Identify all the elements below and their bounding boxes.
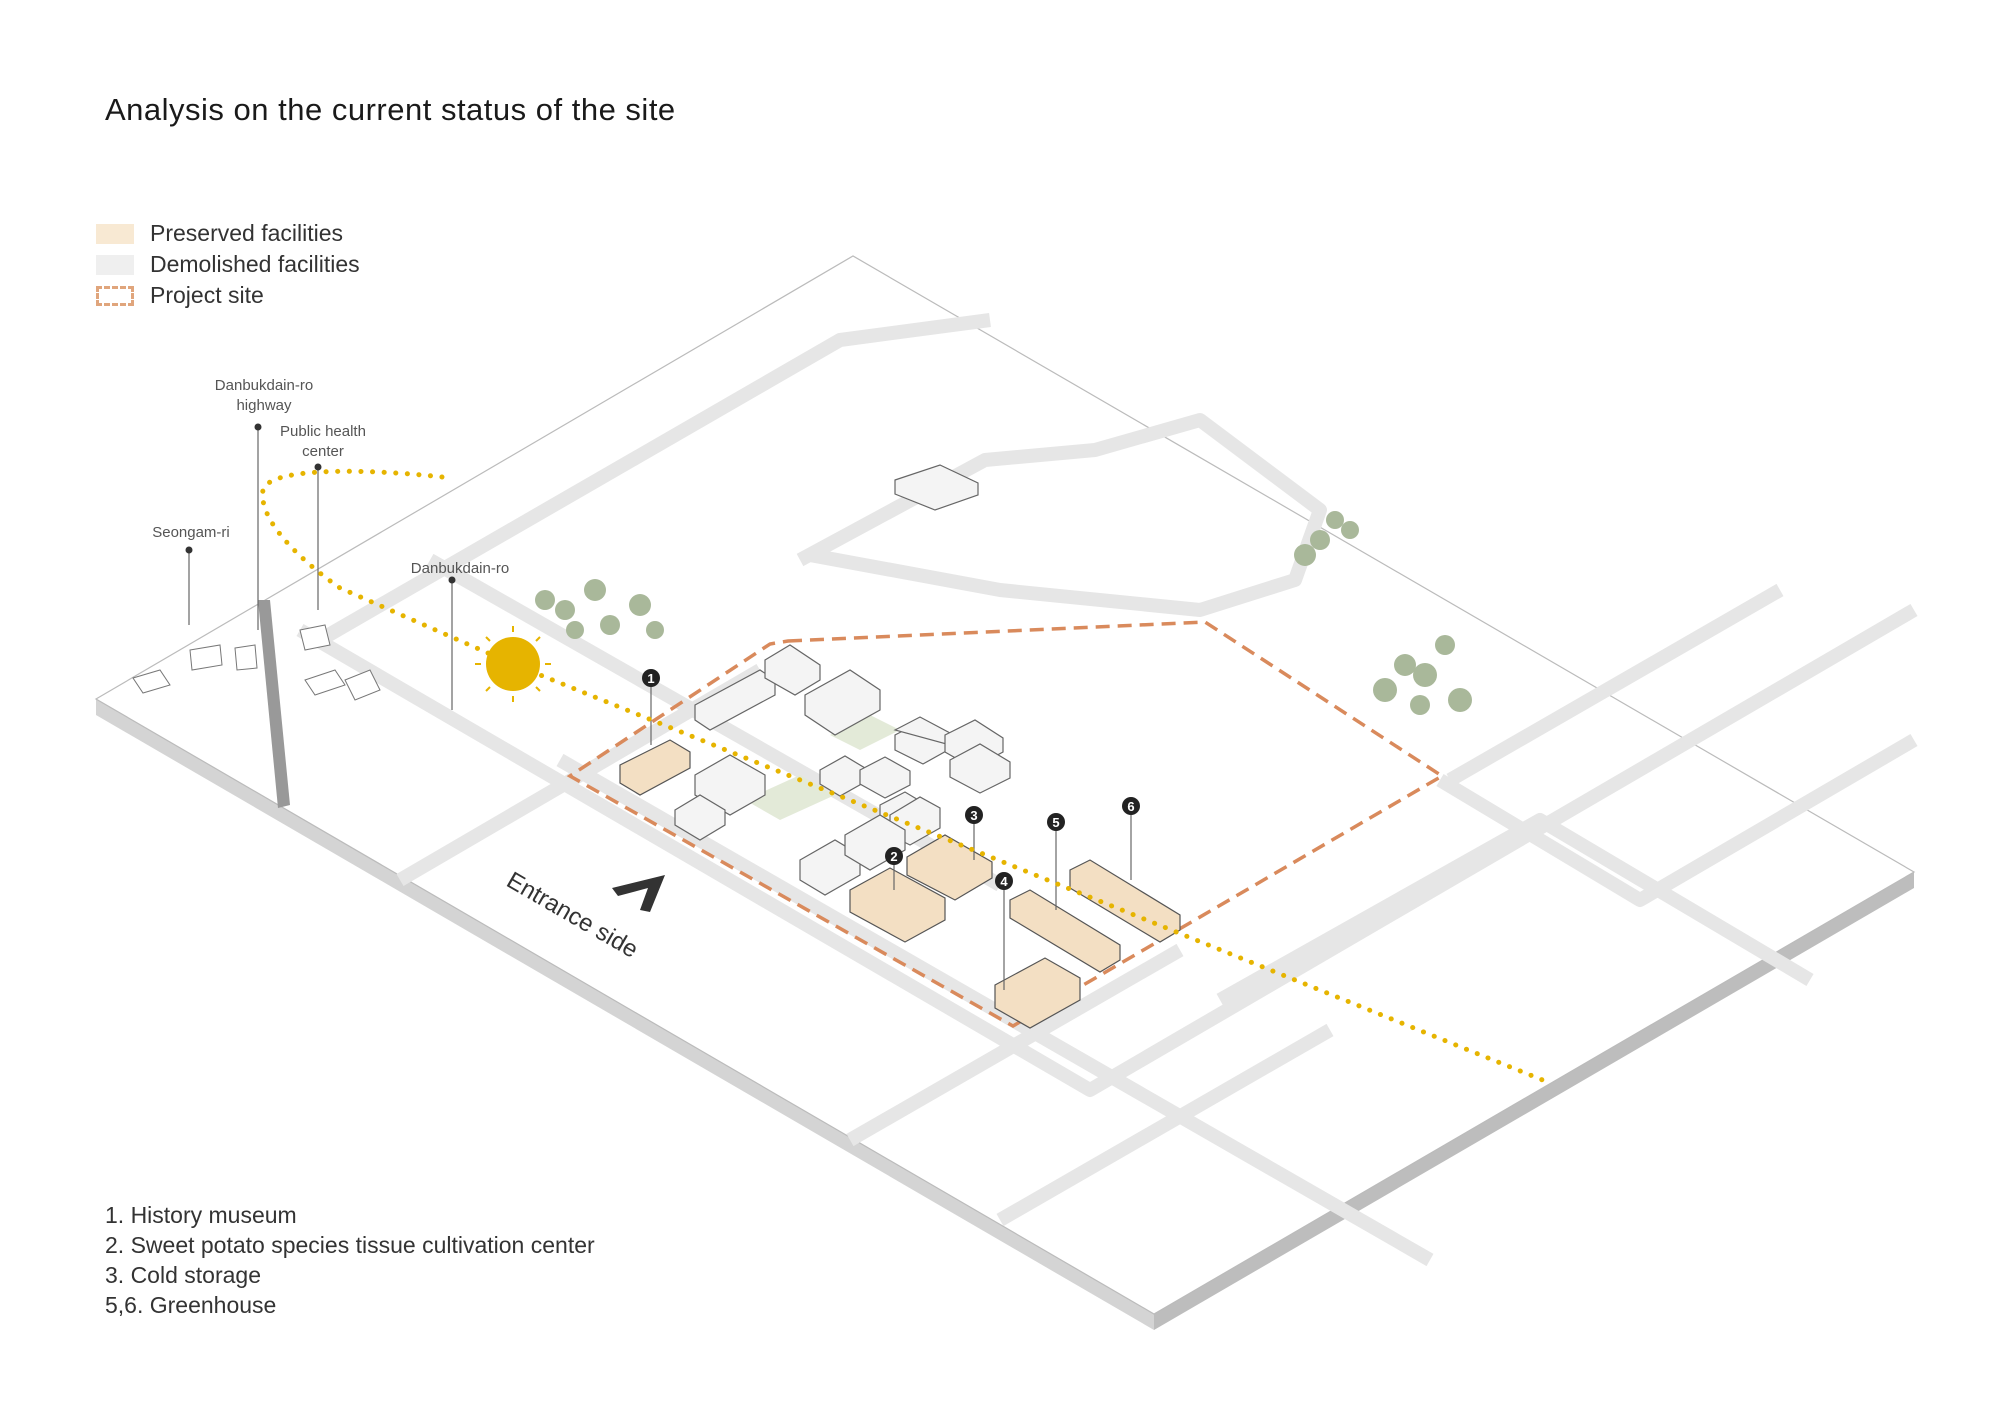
history-museum xyxy=(619,739,691,796)
legend-item-project-site: Project site xyxy=(96,280,360,311)
tissue-cultivation-center xyxy=(849,867,946,943)
label-health-2: center xyxy=(302,443,344,460)
sun-path xyxy=(260,468,1548,1084)
legend-item-demolished: Demolished facilities xyxy=(96,249,360,280)
base-plate-side-left xyxy=(96,699,1154,1330)
note-item: 3. Cold storage xyxy=(105,1262,261,1288)
note-item: 5,6. Greenhouse xyxy=(105,1292,277,1318)
svg-text:2: 2 xyxy=(890,849,897,864)
preserved-swatch xyxy=(96,223,134,244)
svg-text:4: 4 xyxy=(1000,874,1008,889)
preserved-buildings xyxy=(619,739,1181,1029)
marker-5: 5 xyxy=(1047,813,1065,831)
legend: Preserved facilities Demolished faciliti… xyxy=(96,218,360,311)
green-area xyxy=(830,715,900,750)
note-item: 2. Sweet potato species tissue cultivati… xyxy=(105,1232,595,1258)
marker-6: 6 xyxy=(1122,797,1140,815)
label-seongam: Seongam-ri xyxy=(152,524,230,541)
label-highway-2: highway xyxy=(236,397,292,414)
legend-item-preserved: Preserved facilities xyxy=(96,218,360,249)
note-item: 1. History museum xyxy=(105,1202,297,1228)
page-title: Analysis on the current status of the si… xyxy=(105,92,676,127)
demolished-swatch xyxy=(96,254,134,275)
marker-3: 3 xyxy=(965,806,983,824)
svg-text:5: 5 xyxy=(1052,815,1059,830)
trees xyxy=(535,511,1472,715)
sun-icon xyxy=(475,626,551,702)
marker-4: 4 xyxy=(995,872,1013,890)
svg-text:3: 3 xyxy=(970,808,977,823)
highway xyxy=(258,600,290,808)
leader-dots xyxy=(185,423,456,584)
storage-building xyxy=(994,957,1081,1029)
svg-text:6: 6 xyxy=(1127,799,1134,814)
marker-1: 1 xyxy=(642,669,660,687)
label-highway-1: Danbukdain-ro xyxy=(215,377,313,394)
project-site-swatch xyxy=(96,285,134,306)
project-site-boundary xyxy=(566,620,1446,1029)
base-plate xyxy=(94,255,1916,1315)
greenhouse-5 xyxy=(1009,889,1121,973)
leader-lines xyxy=(188,427,1132,990)
label-health-1: Public health xyxy=(280,423,366,440)
legend-label: Demolished facilities xyxy=(150,251,360,277)
marker-2: 2 xyxy=(885,847,903,865)
village-houses xyxy=(132,624,381,701)
svg-text:1: 1 xyxy=(647,671,654,686)
facility-notes: 1. History museum 2. Sweet potato specie… xyxy=(105,1200,595,1320)
green-area xyxy=(745,775,835,820)
legend-label: Project site xyxy=(150,282,264,308)
legend-label: Preserved facilities xyxy=(150,220,344,246)
entrance-arrow-icon xyxy=(612,875,665,912)
label-danbukdain: Danbukdain-ro xyxy=(411,560,509,577)
